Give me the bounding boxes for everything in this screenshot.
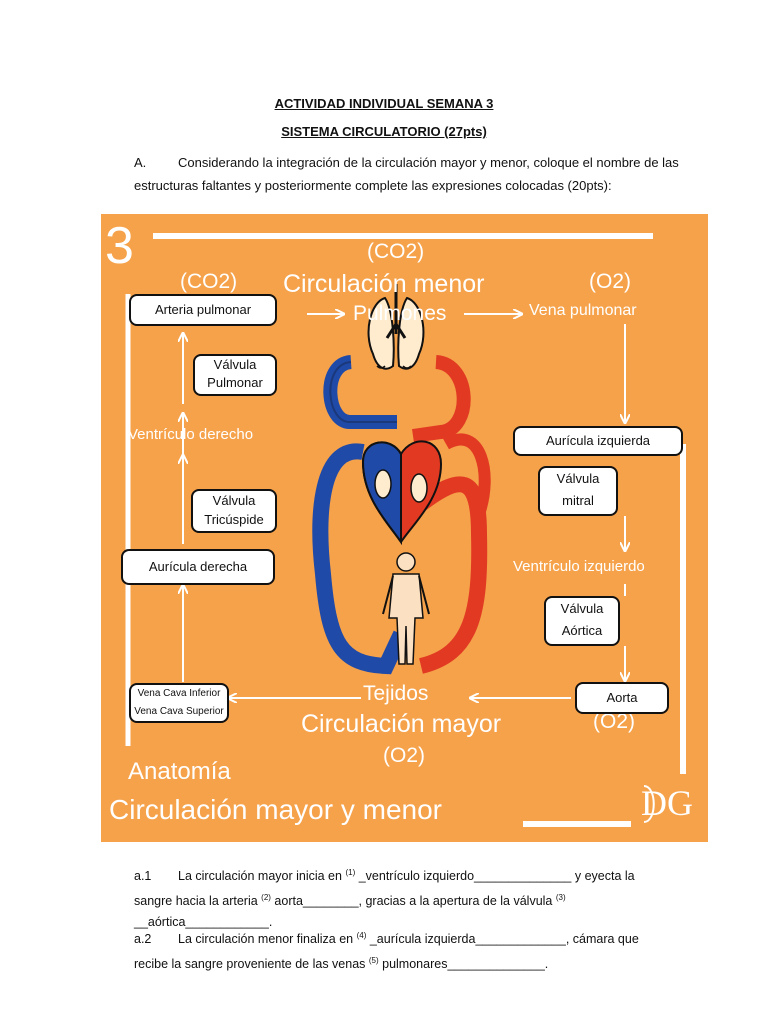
box-valvula-tricuspide-line2: Tricúspide (193, 510, 275, 529)
question-a2-line2: recibe la sangre proveniente de las vena… (134, 950, 694, 975)
instruction-paragraph: A.Considerando la integración de la circ… (134, 151, 694, 197)
heart-chamber-right (375, 470, 391, 498)
question-a1-answer1: _ventrículo izquierdo______________ y ey… (355, 869, 634, 883)
anatomia-label: Anatomía (128, 758, 231, 786)
tejidos-label: Tejidos (363, 682, 428, 706)
question-a2-label: a.2 (134, 929, 178, 950)
figure-number: 3 (105, 220, 134, 272)
instruction-text: Considerando la integración de la circul… (134, 155, 679, 193)
ventriculo-izquierdo-label: Ventrículo izquierdo (513, 558, 645, 575)
box-valvula-pulmonar-line1: Válvula (195, 356, 275, 374)
co2-left-label: (CO2) (180, 270, 237, 294)
box-valvula-mitral-line2: mitral (540, 490, 616, 512)
note-5: (5) (369, 956, 379, 965)
box-valvula-mitral: Válvula mitral (538, 466, 618, 516)
question-a1-line2: sangre hacia la arteria (2) aorta_______… (134, 887, 694, 912)
box-auricula-izquierda: Aurícula izquierda (513, 426, 683, 456)
figure-head (397, 553, 415, 571)
note-2: (2) (261, 893, 271, 902)
box-vena-cava-superior: Vena Cava Superior (131, 703, 227, 721)
circulation-diagram: 3 (CO2) (CO2) Circulación menor (O2) Pul… (101, 214, 708, 842)
box-arteria-pulmonar: Arteria pulmonar (129, 294, 277, 326)
note-1: (1) (345, 868, 355, 877)
ventriculo-derecho-label: Ventrículo derecho (128, 426, 253, 443)
circulacion-menor-title: Circulación menor (283, 270, 484, 299)
question-a1-label: a.1 (134, 866, 178, 887)
pulmonary-artery-loop (413, 362, 464, 436)
box-vena-cava: Vena Cava Inferior Vena Cava Superior (129, 683, 229, 723)
box-aorta: Aorta (575, 682, 669, 714)
note-3: (3) (556, 893, 566, 902)
box-valvula-tricuspide-line1: Válvula (193, 491, 275, 510)
document-title: ACTIVIDAD INDIVIDUAL SEMANA 3 (0, 96, 768, 111)
box-aorta-text: Aorta (606, 690, 637, 705)
box-valvula-tricuspide: Válvula Tricúspide (191, 489, 277, 533)
box-vena-cava-inferior: Vena Cava Inferior (131, 685, 227, 703)
circulacion-mayor-title: Circulación mayor (301, 710, 501, 739)
question-a2-text1: La circulación menor finaliza en (178, 932, 357, 946)
vena-pulmonar-label: Vena pulmonar (529, 302, 637, 320)
pulmones-label: Pulmones (353, 302, 446, 326)
o2-bottom-label: (O2) (383, 744, 425, 768)
box-valvula-aortica: Válvula Aórtica (544, 596, 620, 646)
systemic-artery-loop (421, 484, 479, 666)
note-4: (4) (357, 931, 367, 940)
box-auricula-derecha-text: Aurícula derecha (149, 559, 247, 574)
question-a2-text2: recibe la sangre proveniente de las vena… (134, 957, 369, 971)
pulmonary-vein-loop (330, 362, 397, 422)
box-valvula-pulmonar: Válvula Pulmonar (193, 354, 277, 396)
aorta-arch (446, 439, 485, 514)
box-valvula-pulmonar-line2: Pulmonar (195, 374, 275, 392)
box-valvula-aortica-line2: Aórtica (546, 620, 618, 642)
question-a1-text1: La circulación mayor inicia en (178, 869, 345, 883)
question-a2-answer1: _aurícula izquierda_____________, cámara… (366, 932, 638, 946)
heart-chamber-left (411, 474, 427, 502)
question-a2-answer2: pulmonares______________. (379, 957, 549, 971)
box-valvula-mitral-line1: Válvula (540, 468, 616, 490)
figure-footer-title: Circulación mayor y menor (109, 794, 442, 826)
document-subtitle: SISTEMA CIRCULATORIO (27pts) (0, 124, 768, 139)
box-auricula-derecha: Aurícula derecha (121, 549, 275, 585)
box-auricula-izquierda-text: Aurícula izquierda (546, 433, 650, 448)
instruction-marker: A. (134, 151, 178, 174)
box-arteria-pulmonar-text: Arteria pulmonar (155, 302, 251, 317)
o2-right-label: (O2) (589, 270, 631, 294)
question-a1-text2: sangre hacia la arteria (134, 894, 261, 908)
box-valvula-aortica-line1: Válvula (546, 598, 618, 620)
question-a1-answer2: aorta________, gracias a la apertura de … (271, 894, 556, 908)
dg-logo: DG (641, 782, 693, 824)
co2-top-label: (CO2) (367, 240, 424, 264)
